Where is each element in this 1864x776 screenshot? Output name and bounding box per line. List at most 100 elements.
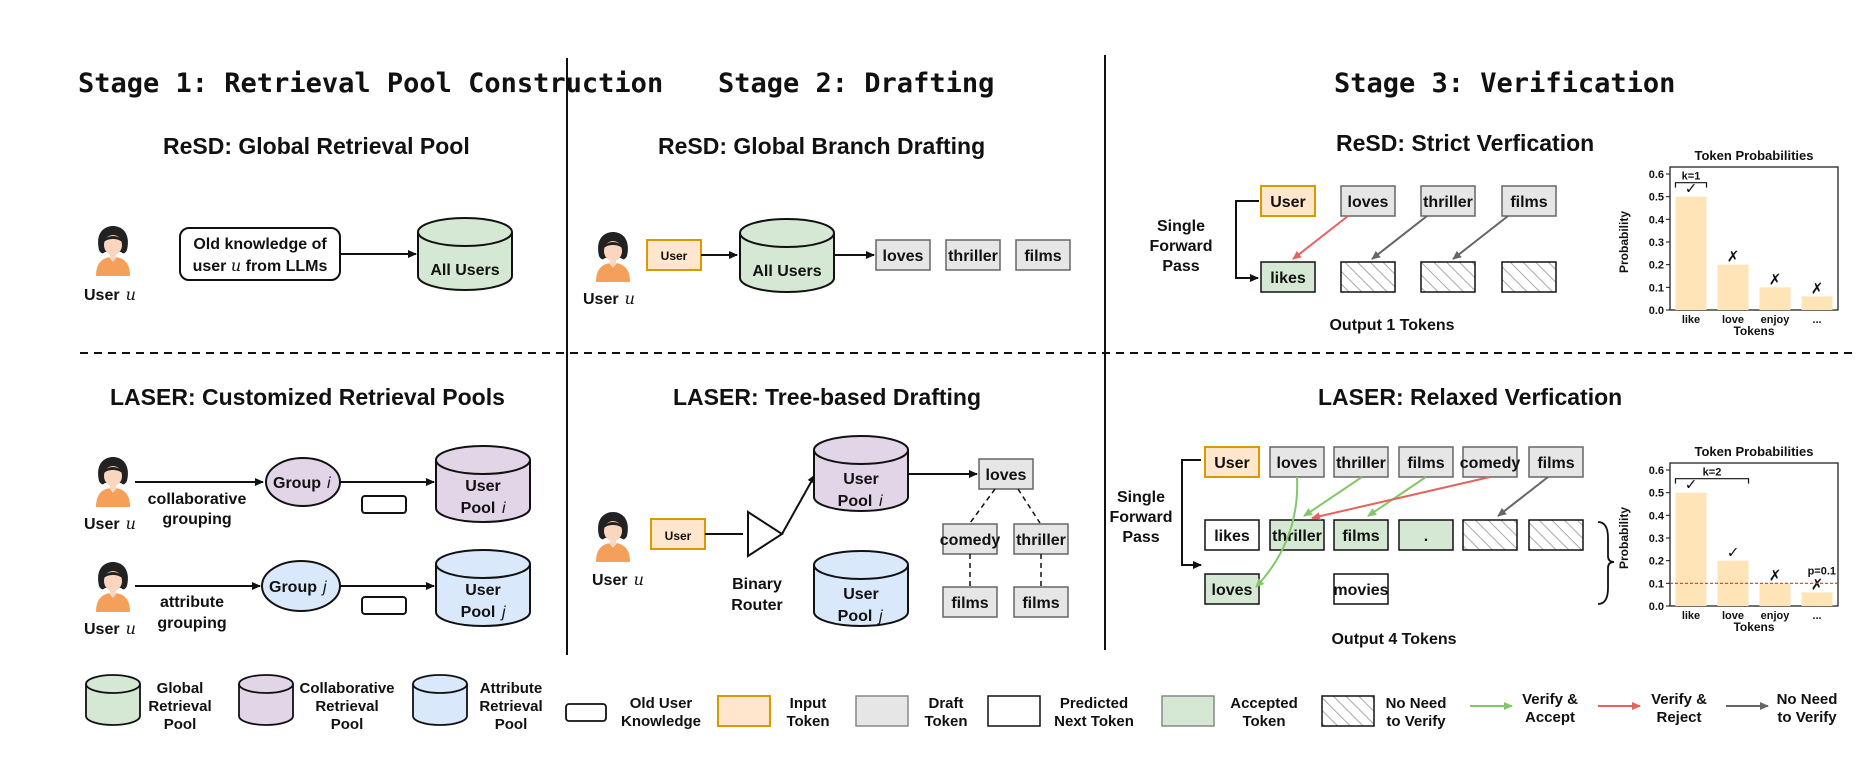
x-tick-label: love — [1722, 314, 1744, 326]
y-tick-label: 0.6 — [1649, 169, 1664, 181]
accepted-token — [1269, 519, 1325, 551]
svg-text:j: j — [321, 579, 327, 596]
resd-verify-title: ReSD: Strict Verfication — [1336, 130, 1594, 156]
y-tick-label: 0.5 — [1649, 192, 1664, 204]
svg-text:comedy: comedy — [1460, 455, 1521, 472]
svg-text:User: User — [843, 471, 879, 488]
svg-text:likes: likes — [1214, 528, 1250, 545]
svg-text:films: films — [1407, 455, 1444, 472]
bar — [1675, 492, 1707, 606]
k-label: k=2 — [1703, 467, 1722, 479]
svg-text:j: j — [877, 608, 883, 625]
cross-icon: ✗ — [1811, 280, 1824, 297]
svg-text:movies: movies — [1333, 582, 1388, 599]
svg-text:films: films — [1024, 248, 1061, 265]
predicted-token — [1204, 519, 1260, 551]
user-pool-j: User Pool j — [435, 549, 531, 627]
x-tick-label: ... — [1812, 314, 1821, 326]
stage-3-title: Stage 3: Verification — [1334, 68, 1675, 99]
laser-pool-title: LASER: Customized Retrieval Pools — [110, 384, 505, 410]
cross-icon: ✗ — [1727, 249, 1740, 266]
k-bracket — [1674, 182, 1708, 188]
svg-text:User: User — [843, 586, 879, 603]
svg-text:likes: likes — [1270, 270, 1306, 287]
svg-text:Next Token: Next Token — [1054, 713, 1134, 730]
no-verify-slot — [1528, 519, 1584, 551]
accepted-token — [1333, 519, 1389, 551]
user-icon — [96, 562, 130, 612]
svg-text:loves: loves — [883, 248, 924, 265]
svg-text:Token: Token — [924, 713, 967, 730]
svg-text:loves: loves — [1277, 455, 1318, 472]
svg-text:Accepted: Accepted — [1230, 695, 1298, 712]
svg-text:Pass: Pass — [1162, 258, 1199, 275]
noverify-arrow — [1452, 215, 1509, 260]
bar — [1759, 287, 1791, 310]
legend: Global Retrieval Pool Collaborative Retr… — [85, 674, 1837, 733]
svg-text:loves: loves — [1212, 582, 1253, 599]
legend-no-need-verify: No Need to Verify — [1726, 691, 1837, 726]
svg-text:User: User — [665, 529, 692, 543]
noverify-arrow — [1371, 215, 1428, 260]
svg-text:Forward: Forward — [1149, 238, 1212, 255]
x-tick-label: enjoy — [1761, 610, 1791, 622]
legend-global-pool: Global Retrieval Pool — [85, 674, 212, 733]
y-tick-label: 0.4 — [1649, 510, 1665, 522]
accept-arrow — [1303, 476, 1363, 517]
svg-text:No Need: No Need — [1777, 691, 1838, 708]
svg-text:Knowledge: Knowledge — [621, 713, 701, 730]
svg-text:collaborative: collaborative — [148, 491, 247, 508]
svg-text:Pool: Pool — [461, 604, 496, 621]
input-token — [650, 518, 706, 550]
svg-text:Draft: Draft — [928, 695, 963, 712]
svg-text:Input: Input — [790, 695, 827, 712]
input-token — [1260, 185, 1316, 217]
svg-text:films: films — [1342, 528, 1379, 545]
svg-text:User: User — [465, 582, 501, 599]
input-token — [646, 239, 702, 271]
no-verify-slot — [1501, 261, 1557, 293]
curly-brace — [1597, 521, 1615, 605]
all-users-label: All Users — [430, 262, 499, 279]
svg-text:Single: Single — [1117, 489, 1165, 506]
legend-predicted-token: Predicted Next Token — [987, 695, 1134, 730]
svg-text:to Verify: to Verify — [1386, 713, 1446, 730]
accepted-token — [1204, 573, 1260, 605]
tree-node — [942, 523, 998, 555]
x-tick-label: enjoy — [1761, 314, 1791, 326]
user-icon — [96, 457, 130, 507]
svg-text:Old User: Old User — [630, 695, 693, 712]
y-tick-label: 0.2 — [1649, 556, 1664, 568]
svg-text:Pass: Pass — [1122, 529, 1159, 546]
user-icon — [96, 226, 130, 276]
svg-text:Pool: Pool — [838, 608, 873, 625]
svg-text:Router: Router — [731, 597, 783, 614]
legend-no-verify-token: No Need to Verify — [1321, 695, 1446, 730]
svg-text:Single: Single — [1157, 218, 1205, 235]
svg-text:comedy: comedy — [940, 532, 1001, 549]
token-prob-chart-laser: Token Probabilities0.00.10.20.30.40.50.6… — [1617, 444, 1839, 634]
y-axis-label: Probability — [1617, 211, 1631, 273]
resd-pool-title: ReSD: Global Retrieval Pool — [163, 133, 470, 159]
y-tick-label: 0.0 — [1649, 601, 1664, 613]
svg-text:films: films — [951, 595, 988, 612]
svg-text:Collaborative: Collaborative — [299, 680, 394, 697]
stage-2-title: Stage 2: Drafting — [718, 68, 994, 99]
legend-collab-pool: Collaborative Retrieval Pool — [238, 674, 395, 733]
draft-token — [1333, 446, 1389, 478]
y-tick-label: 0.0 — [1649, 305, 1664, 317]
x-tick-label: like — [1682, 610, 1700, 622]
svg-text:User: User — [1214, 455, 1250, 472]
svg-text:thriller: thriller — [1336, 455, 1386, 472]
x-axis-label: Tokens — [1733, 324, 1774, 338]
cross-icon: ✗ — [1811, 576, 1824, 593]
x-axis-label: Tokens — [1733, 620, 1774, 634]
no-verify-slot — [1340, 261, 1396, 293]
old-knowledge-small — [361, 596, 407, 615]
old-knowledge-small — [361, 495, 407, 514]
